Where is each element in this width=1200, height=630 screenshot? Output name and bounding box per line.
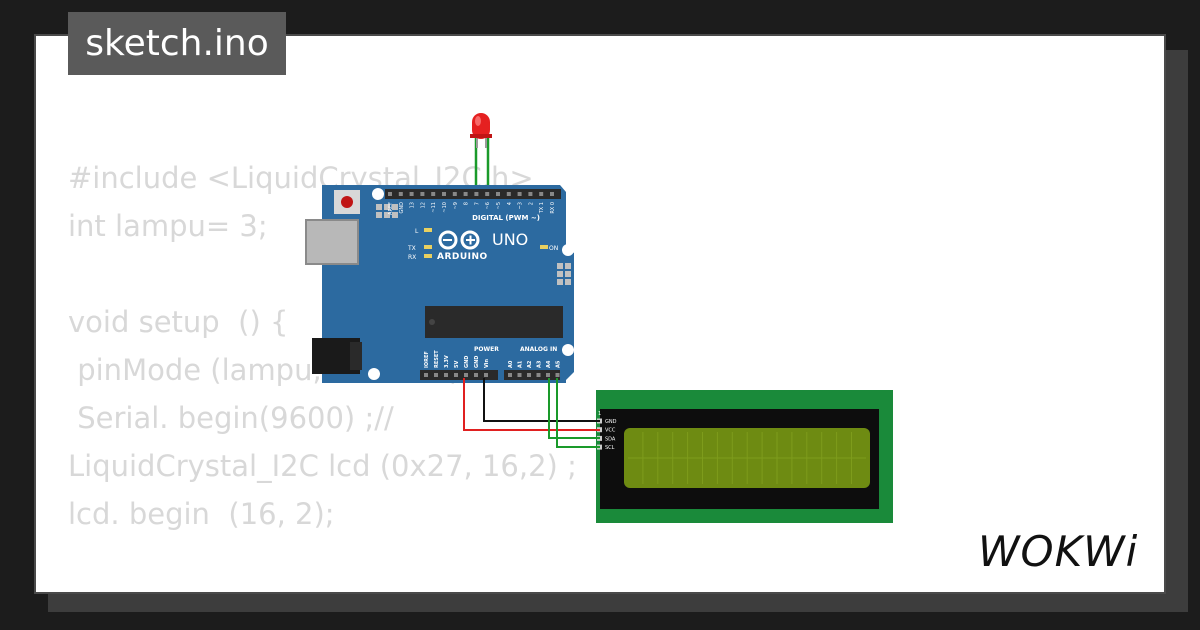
analog-pin-label: A2: [527, 360, 533, 368]
wire-sda: [548, 378, 600, 439]
digital-pin: [452, 192, 457, 196]
led-rx-label: RX: [408, 254, 416, 261]
digital-pin-label: 4: [507, 202, 513, 205]
power-pin: [474, 373, 478, 377]
analog-pin: [527, 373, 531, 377]
code-line: LiquidCrystal_I2C lcd (0x27, 16,2) ;: [68, 449, 577, 483]
wire-gnd: [483, 378, 600, 422]
lcd-pin-label: SCL: [605, 445, 615, 451]
digital-pin: [420, 192, 425, 196]
analog-pin-label: A1: [518, 360, 524, 368]
filename-label: sketch.ino: [68, 12, 286, 75]
preview-card: #include <LiquidCrystal_I2C.h>int lampu=…: [34, 34, 1166, 594]
analog-label: ANALOG IN: [520, 346, 557, 353]
digital-pin-label: RX 0: [550, 202, 556, 214]
digital-header: [385, 189, 561, 199]
digital-pin: [496, 192, 500, 196]
digital-pin: [550, 192, 554, 196]
digital-pin: [506, 192, 511, 196]
digital-label: DIGITAL (PWM ~): [472, 214, 540, 222]
power-pin: [464, 373, 468, 377]
code-line: lcd. begin (16, 2);: [68, 497, 335, 531]
digital-pin: [388, 192, 392, 196]
power-label: POWER: [474, 346, 499, 353]
wokwi-logo: WOKWi: [978, 527, 1138, 576]
digital-pin: [398, 192, 403, 196]
digital-pin: [517, 192, 522, 196]
digital-pin: [528, 192, 533, 196]
digital-pin-label: 12: [420, 202, 426, 208]
power-pin-label: 5V: [454, 361, 460, 368]
power-pin-label: 3.3V: [444, 355, 450, 368]
digital-pin-label: ~10: [442, 202, 448, 213]
power-pin-label: RESET: [434, 350, 440, 368]
power-pin: [434, 373, 438, 377]
digital-pin: [431, 192, 436, 196]
digital-pin-label: 2: [528, 202, 534, 205]
power-pin-label: GND: [464, 356, 470, 368]
analog-pin: [555, 373, 560, 377]
lcd-pin-label: SDA: [605, 436, 616, 442]
digital-pin-label: GND: [399, 202, 405, 214]
brand-label: ARDUINO: [437, 252, 488, 262]
digital-pin: [442, 192, 446, 196]
digital-pin-label: ~3: [518, 202, 524, 209]
power-header: [420, 370, 498, 380]
analog-pin-label: A3: [537, 360, 543, 368]
lcd-pin-label: VCC: [605, 428, 616, 434]
analog-pin-label: A5: [556, 360, 562, 368]
code-line: Serial. begin(9600) ;//: [68, 401, 394, 435]
digital-pin-label: 13: [410, 202, 416, 208]
power-pin-label: GND: [474, 356, 480, 368]
power-pin-label: IOREF: [424, 351, 430, 368]
wire-scl: [556, 378, 600, 448]
atmega-chip: [425, 306, 563, 338]
digital-pin: [409, 192, 414, 196]
analog-pin: [517, 373, 522, 377]
digital-pin-label: ~6: [485, 202, 491, 209]
power-pin: [424, 373, 428, 377]
wire-vcc: [463, 378, 600, 431]
analog-pin-label: A4: [546, 360, 552, 368]
digital-pin-label: TX 1: [539, 202, 545, 214]
led-on-indicator: [540, 245, 548, 249]
code-line: void setup () {: [68, 305, 289, 339]
power-pin-label: Vin: [484, 359, 490, 368]
wokwi-logo-text: WOKWi: [978, 527, 1138, 576]
lcd-pin-header: 1: [598, 411, 601, 417]
lcd-1602-module: 1 GND VCC SDA SCL: [596, 390, 893, 523]
digital-pin-label: ~11: [431, 202, 437, 213]
power-pin: [444, 373, 448, 377]
digital-pin-label: 7: [474, 202, 480, 205]
digital-pin-label: ~9: [453, 202, 459, 209]
digital-pin: [463, 192, 468, 196]
on-label: ON: [549, 245, 558, 252]
analog-pin: [508, 373, 512, 377]
led-l-indicator: [424, 228, 432, 232]
led-tx-label: TX: [407, 245, 416, 252]
model-label: UNO: [492, 230, 528, 249]
digital-pin: [485, 192, 490, 196]
digital-pin: [539, 192, 544, 196]
analog-pin-label: A0: [508, 360, 514, 368]
lcd-pin-label: GND: [605, 419, 617, 425]
wires: [463, 378, 600, 448]
arduino-infinity-logo: [438, 230, 480, 250]
digital-pin-label: ~5: [496, 202, 502, 209]
power-pin: [484, 373, 488, 377]
arduino-uno-board: DIGITAL (PWM ~) ARDUINO UNO ON L TX RX P…: [305, 185, 574, 383]
usb-port: [306, 220, 358, 264]
led-l-label: L: [415, 228, 419, 235]
code-line: int lampu= 3;: [68, 209, 268, 243]
analog-header: [504, 370, 560, 380]
analog-pin: [536, 373, 541, 377]
analog-pin: [546, 373, 550, 377]
digital-pin-label: 8: [464, 202, 470, 205]
digital-pin: [474, 192, 479, 196]
digital-pin-label: AREF: [388, 202, 394, 215]
power-pin: [454, 373, 458, 377]
